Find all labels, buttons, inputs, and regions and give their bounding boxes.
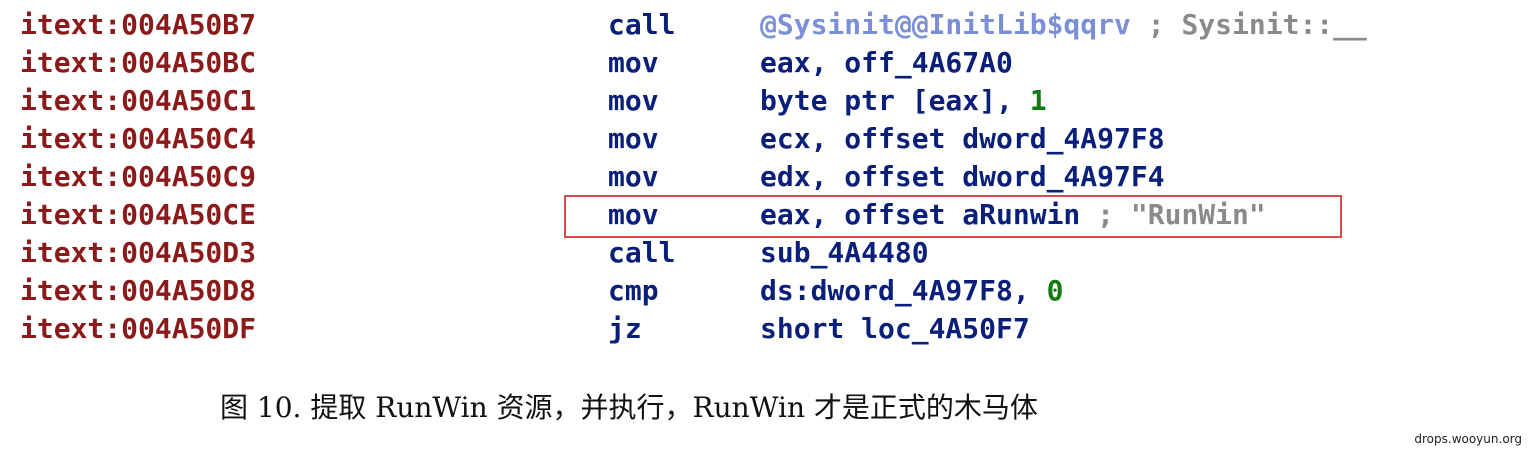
disassembly-listing: itext:004A50B7 call @Sysinit@@InitLib$qqrv… (0, 6, 1530, 348)
operand-text[interactable]: edx, offset dword_4A97F4 (760, 160, 1165, 193)
instruction-operands: ds:dword_4A97F8, 0 (760, 272, 1063, 310)
listing-row[interactable]: itext:004A50DF jz short loc_4A50F7 (0, 310, 1530, 348)
instruction-mnemonic: mov (608, 198, 659, 231)
operand-text[interactable]: eax, offset aRunwin (760, 198, 1098, 231)
listing-row[interactable]: itext:004A50D3 call sub_4A4480 (0, 234, 1530, 272)
instruction-mnemonic: call (608, 8, 676, 41)
code-comment: ; "RunWin" (1097, 198, 1266, 231)
listing-row[interactable]: itext:004A50BC mov eax, off_4A67A0 (0, 44, 1530, 82)
listing-row[interactable]: itext:004A50D8 cmp ds:dword_4A97F8, 0 (0, 272, 1530, 310)
instruction-operands: edx, offset dword_4A97F4 (760, 158, 1165, 196)
operand-number: 0 (1046, 274, 1064, 307)
address-label: itext:004A50B7 (20, 8, 257, 41)
instruction-operands: byte ptr [eax], 1 (760, 82, 1047, 120)
instruction-mnemonic: cmp (608, 274, 659, 307)
operand-text[interactable]: sub_4A4480 (760, 236, 929, 269)
figure-caption: 图 10. 提取 RunWin 资源，并执行，RunWin 才是正式的木马体 (220, 391, 1038, 424)
instruction-operands: eax, offset aRunwin ; "RunWin" (760, 196, 1266, 234)
instruction-operands: @Sysinit@@InitLib$qqrv ; Sysinit::__ (760, 6, 1367, 44)
operand-text[interactable]: ds:dword_4A97F8, (760, 274, 1047, 307)
listing-row[interactable]: itext:004A50C4 mov ecx, offset dword_4A97F… (0, 120, 1530, 158)
instruction-mnemonic: call (608, 236, 676, 269)
operand-text[interactable]: eax, off_4A67A0 (760, 46, 1013, 79)
instruction-mnemonic: mov (608, 46, 659, 79)
instruction-mnemonic: mov (608, 160, 659, 193)
address-label: itext:004A50C9 (20, 160, 257, 193)
watermark: drops.wooyun.org (1414, 432, 1522, 446)
instruction-mnemonic: mov (608, 122, 659, 155)
instruction-operands: sub_4A4480 (760, 234, 929, 272)
operand-number: 1 (1029, 84, 1047, 117)
instruction-operands: short loc_4A50F7 (760, 310, 1030, 348)
address-label: itext:004A50D8 (20, 274, 257, 307)
listing-row[interactable]: itext:004A50C1 mov byte ptr [eax], 1 (0, 82, 1530, 120)
listing-row[interactable]: itext:004A50C9 mov edx, offset dword_4A97F… (0, 158, 1530, 196)
operand-text[interactable]: ecx, offset dword_4A97F8 (760, 122, 1165, 155)
operand-text[interactable]: byte ptr [eax], (760, 84, 1030, 117)
operand-text[interactable]: @Sysinit@@InitLib$qqrv (760, 8, 1131, 41)
address-label: itext:004A50D3 (20, 236, 257, 269)
address-label: itext:004A50CE (20, 198, 257, 231)
listing-row[interactable]: itext:004A50CE mov eax, offset aRunwin ; "… (0, 196, 1530, 234)
instruction-operands: eax, off_4A67A0 (760, 44, 1013, 82)
instruction-mnemonic: mov (608, 84, 659, 117)
operand-text[interactable]: short loc_4A50F7 (760, 312, 1030, 345)
code-comment: ; Sysinit::__ (1147, 8, 1367, 41)
address-label: itext:004A50C1 (20, 84, 257, 117)
address-label: itext:004A50DF (20, 312, 257, 345)
instruction-operands: ecx, offset dword_4A97F8 (760, 120, 1165, 158)
address-label: itext:004A50C4 (20, 122, 257, 155)
address-label: itext:004A50BC (20, 46, 257, 79)
listing-row[interactable]: itext:004A50B7 call @Sysinit@@InitLib$qqrv… (0, 6, 1530, 44)
instruction-mnemonic: jz (608, 312, 642, 345)
